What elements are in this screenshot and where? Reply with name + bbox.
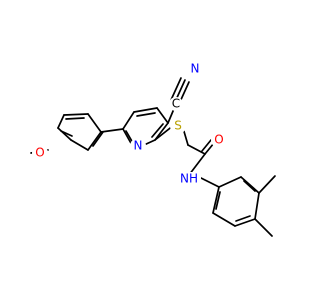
label-background <box>130 138 146 154</box>
bond <box>235 215 251 222</box>
label-background <box>178 172 201 186</box>
bond <box>63 113 89 116</box>
bond <box>92 131 104 147</box>
bond <box>100 128 124 133</box>
label-background <box>169 97 183 111</box>
bond <box>57 114 65 129</box>
bonds <box>30 77 276 237</box>
cyano-nitrogen-label: N <box>191 62 200 76</box>
bond <box>201 139 212 152</box>
bond <box>254 218 273 237</box>
bond <box>188 153 206 176</box>
bond <box>133 107 158 113</box>
bond <box>258 175 276 194</box>
bond <box>60 130 73 137</box>
carbonyl-oxygen-label: O <box>214 133 223 147</box>
bond <box>240 176 260 194</box>
bond <box>234 218 256 227</box>
bond <box>57 127 72 141</box>
bond <box>65 117 85 120</box>
bond <box>87 113 102 133</box>
bond <box>204 142 215 155</box>
amide-nh-label: NH <box>180 172 198 186</box>
bond <box>200 177 220 188</box>
bond <box>156 107 169 124</box>
label-background <box>187 61 203 77</box>
bond <box>136 112 156 117</box>
bond <box>212 212 236 227</box>
bond <box>70 139 89 151</box>
atom-labels: O N C N S O NH <box>32 61 227 186</box>
bond <box>151 123 164 138</box>
bond <box>254 192 260 220</box>
bond <box>212 186 220 214</box>
bond <box>154 122 169 141</box>
bond <box>87 131 102 151</box>
molecule-svg: O N C N S O NH <box>30 61 276 237</box>
label-background <box>170 118 186 134</box>
bond <box>187 144 206 155</box>
bond <box>170 77 182 101</box>
label-background <box>32 145 48 161</box>
sulfur-label: S <box>174 119 182 133</box>
molecule-diagram: O N C N S O NH <box>30 61 276 237</box>
bond <box>215 191 221 210</box>
bond <box>143 139 156 146</box>
ring-nitrogen-label: N <box>134 139 143 153</box>
bond <box>122 111 135 130</box>
cyano-carbon-label: C <box>172 97 180 111</box>
label-background <box>211 132 227 148</box>
bond <box>218 176 242 188</box>
ether-oxygen-label: O <box>35 146 44 160</box>
bond <box>243 180 256 192</box>
bond <box>122 128 133 146</box>
